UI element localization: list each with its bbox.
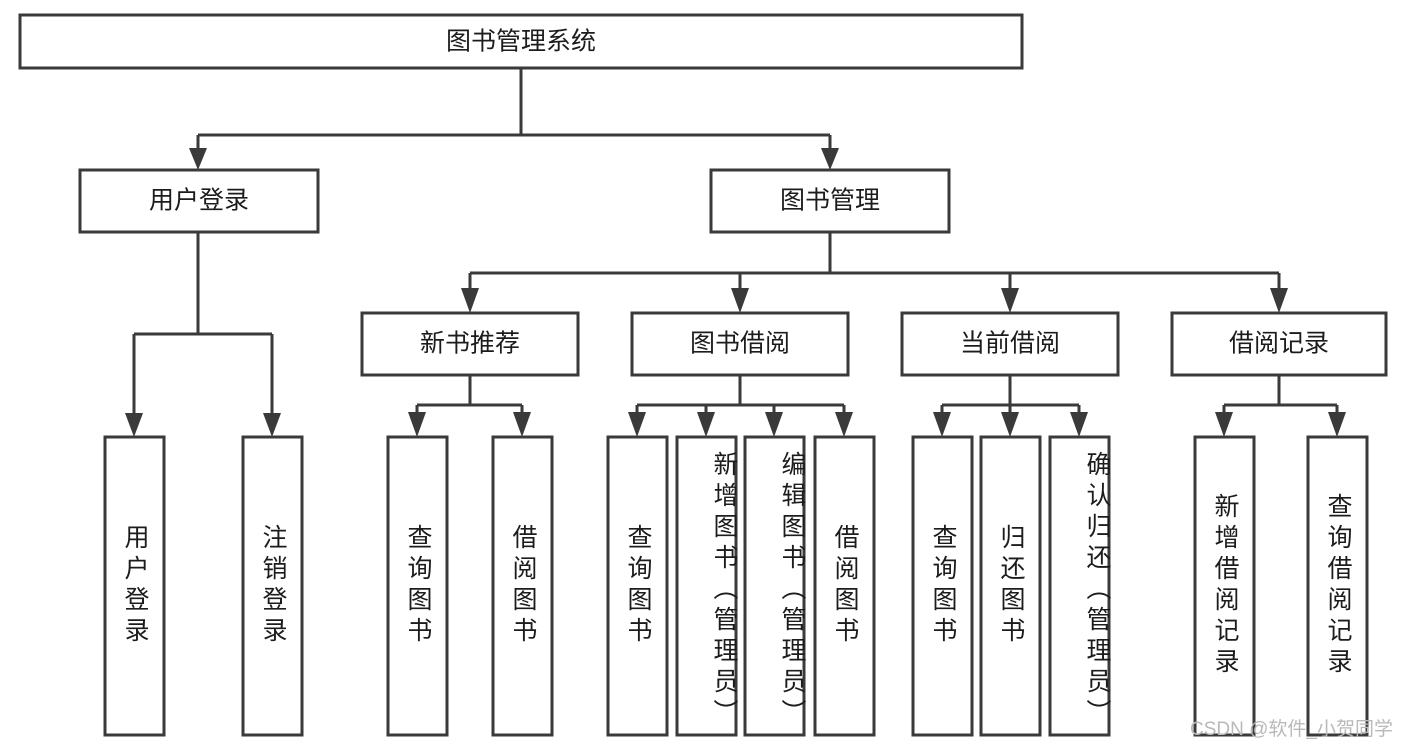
leaf-box-br-query-record[interactable] [1306,435,1369,737]
node-root[interactable]: 图书管理系统 [18,13,1024,70]
leaf-box-bb-borrow-book[interactable] [813,435,876,737]
leaf-group-book-borrow [606,435,876,737]
node-new-book-recommend-label: 新书推荐 [420,330,520,358]
arrow-head-nb-borrow [513,412,531,437]
leaf-box-cb-query-book[interactable] [911,435,974,737]
arrow-head-new-book [461,288,479,313]
node-current-borrow[interactable]: 当前借阅 [900,311,1120,377]
leaf-group-user-login [103,435,304,737]
node-book-borrow-box[interactable] [630,311,850,377]
leaf-box-bb-add-book[interactable] [675,435,738,737]
leaf-box-br-add-record[interactable] [1193,435,1256,737]
node-new-book-recommend[interactable]: 新书推荐 [360,311,580,377]
leaf-group-new-book-recommend [386,435,554,737]
node-user-login-box[interactable] [78,168,320,234]
leaf-box-logout[interactable] [241,435,304,737]
connector-group-user-login [125,232,281,437]
leaf-box-cb-confirm-return[interactable] [1048,435,1111,737]
arrow-head-user-login [189,148,207,170]
leaf-box-nb-query-book[interactable] [386,435,449,737]
node-root-label: 图书管理系统 [446,28,596,56]
leaf-box-user-login[interactable] [103,435,166,737]
csdn-watermark: CSDN @软件_小贺同学 [1190,719,1393,740]
node-book-management[interactable]: 图书管理 [709,168,951,234]
arrow-head-leaf-user-login [125,413,143,437]
node-book-management-box[interactable] [709,168,951,234]
connector-group-borrow-record [1215,375,1346,437]
node-user-login[interactable]: 用户登录 [78,168,320,234]
arrow-head-leaf-logout [263,413,281,437]
arrow-head-cb-query [933,412,951,437]
arrow-head-bb-edit [765,412,783,437]
arrow-head-bb-query [628,412,646,437]
leaf-box-bb-query-book[interactable] [606,435,669,737]
leaf-group-current-borrow [911,435,1111,737]
leaf-box-bb-edit-book[interactable] [743,435,806,737]
connector-group-book-mgmt [461,232,1288,313]
arrow-head-bb-add [697,412,715,437]
connector-group-new-book [408,375,531,437]
arrow-head-br-add [1215,412,1233,437]
node-root-box[interactable] [18,13,1024,70]
node-current-borrow-box[interactable] [900,311,1120,377]
arrow-head-br-query [1328,412,1346,437]
node-borrow-record-box[interactable] [1170,311,1388,377]
connector-group-current-borrow [933,375,1088,437]
arrow-head-book-borrow [731,288,749,313]
node-book-management-label: 图书管理 [780,187,880,215]
node-current-borrow-label: 当前借阅 [960,330,1060,358]
node-borrow-record[interactable]: 借阅记录 [1170,311,1388,377]
arrow-head-nb-query [408,412,426,437]
connector-group-book-borrow [628,375,853,437]
connector-group-root [189,68,839,170]
arrow-head-current-borrow [1001,288,1019,313]
leaf-box-nb-borrow-book[interactable] [491,435,554,737]
leaf-group-borrow-record [1193,435,1369,737]
arrow-head-cb-return [1001,412,1019,437]
node-new-book-recommend-box[interactable] [360,311,580,377]
node-book-borrow[interactable]: 图书借阅 [630,311,850,377]
leaf-box-cb-return-book[interactable] [979,435,1042,737]
arrow-head-cb-confirm [1070,412,1088,437]
node-borrow-record-label: 借阅记录 [1229,330,1329,358]
arrow-head-book-mgmt [821,148,839,170]
arrow-head-bb-borrow [835,412,853,437]
node-book-borrow-label: 图书借阅 [690,330,790,358]
arrow-head-borrow-record [1270,288,1288,313]
node-user-login-label: 用户登录 [149,187,249,215]
